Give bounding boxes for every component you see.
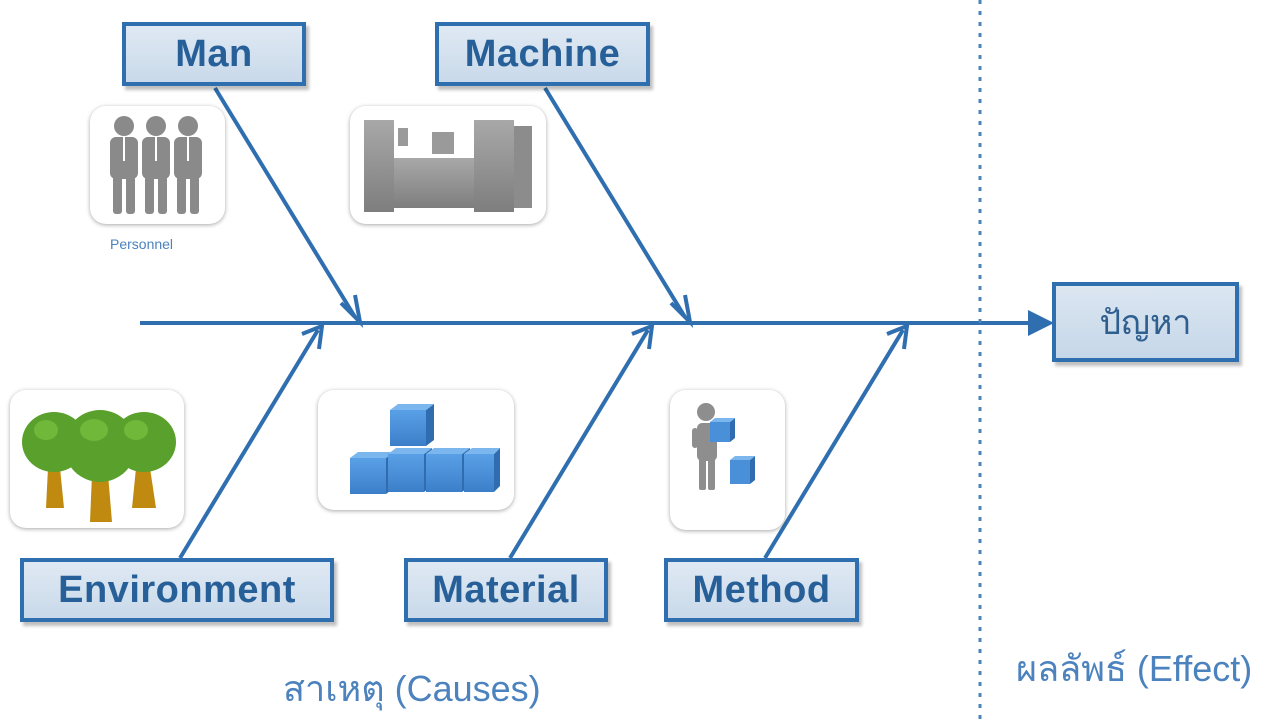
category-man: Man bbox=[122, 22, 306, 86]
category-material-label: Material bbox=[432, 569, 580, 611]
category-environment: Environment bbox=[20, 558, 334, 622]
bone-man bbox=[213, 86, 357, 319]
arrow-environment bbox=[301, 322, 325, 350]
effect-box: ปัญหา bbox=[1052, 282, 1239, 362]
personnel-icon bbox=[90, 106, 225, 224]
bone-method bbox=[763, 328, 905, 560]
causes-caption: สาเหตุ (Causes) bbox=[283, 668, 541, 709]
bone-environment bbox=[178, 328, 320, 560]
category-method-label: Method bbox=[692, 569, 831, 611]
trees-icon bbox=[10, 390, 184, 528]
category-man-label: Man bbox=[175, 33, 253, 75]
arrow-material bbox=[631, 322, 655, 350]
effect-label: ปัญหา bbox=[1099, 304, 1192, 342]
category-method: Method bbox=[664, 558, 859, 622]
category-machine-label: Machine bbox=[464, 33, 621, 75]
machine-icon bbox=[350, 106, 546, 224]
bone-material bbox=[508, 328, 650, 560]
person-with-cubes-icon bbox=[670, 390, 785, 530]
category-machine: Machine bbox=[435, 22, 650, 86]
effect-caption: ผลลัพธ์ (Effect) bbox=[1016, 648, 1253, 689]
bone-machine bbox=[543, 86, 687, 319]
arrow-man bbox=[339, 294, 364, 328]
category-material: Material bbox=[404, 558, 608, 622]
personnel-caption: Personnel bbox=[110, 236, 174, 252]
arrow-machine bbox=[669, 294, 694, 328]
arrow-method bbox=[886, 322, 910, 350]
category-environment-label: Environment bbox=[58, 569, 296, 611]
cubes-icon bbox=[318, 390, 514, 510]
